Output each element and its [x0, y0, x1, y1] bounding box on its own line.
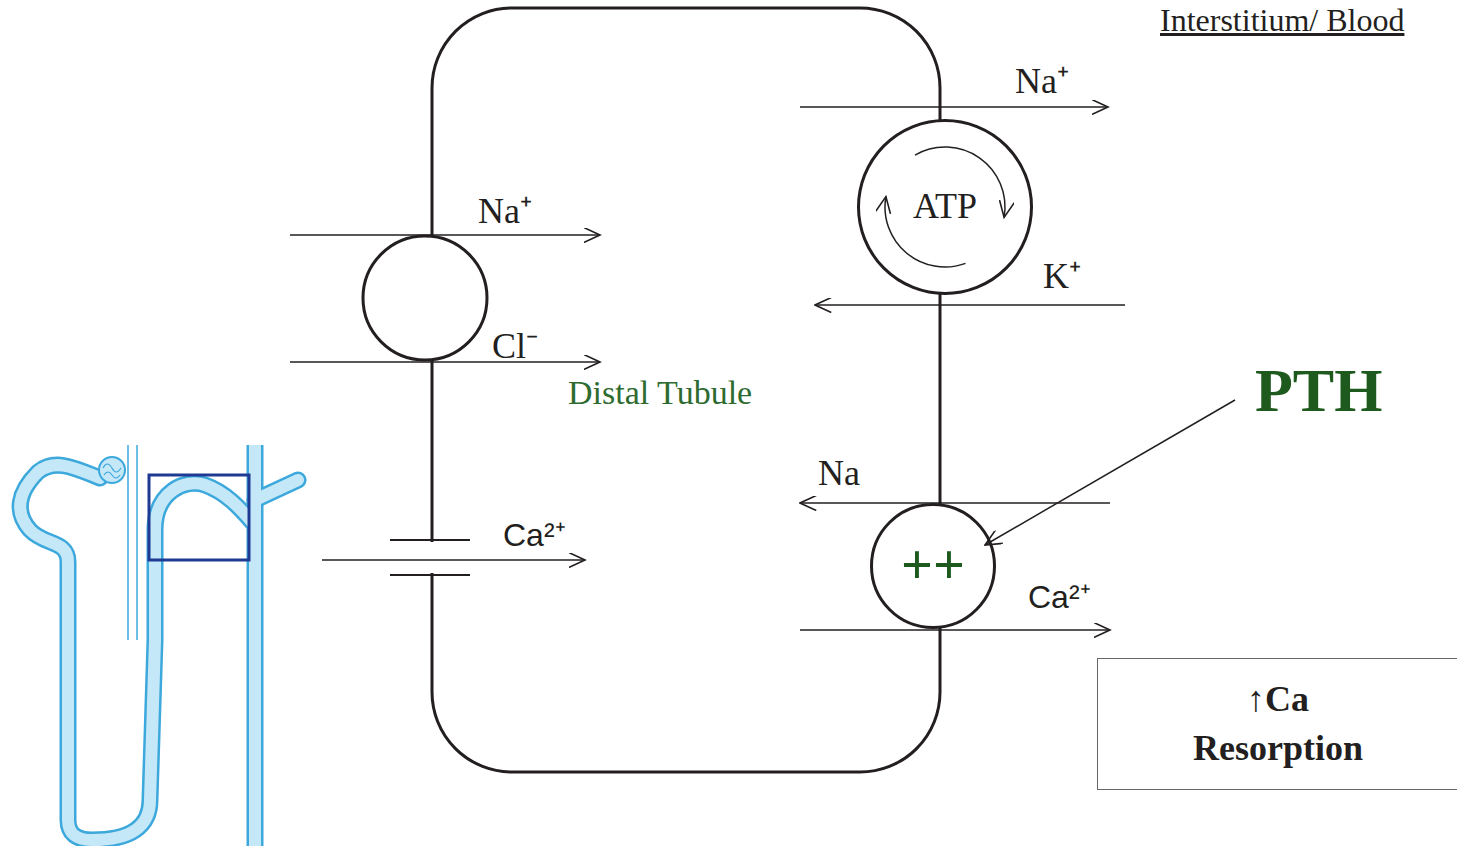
cell-membrane: [432, 8, 940, 772]
ion-label: Ca²⁺: [1028, 574, 1091, 617]
calcium-channel: [390, 540, 470, 575]
arterioles: [128, 445, 137, 640]
ca-arrow: [322, 559, 585, 561]
tubule: [20, 465, 252, 840]
arteriole: [136, 445, 138, 640]
duct-branch: [255, 480, 298, 500]
nephron-lumen: [20, 445, 298, 846]
transporter-circle: [872, 505, 995, 628]
leader-line: [985, 400, 1235, 545]
hormone-label: PTH: [1255, 355, 1382, 426]
ion-label: K⁺: [1043, 250, 1081, 299]
glomerulus-capillaries: [103, 464, 121, 478]
node-text: ↑Ca Resorption: [1178, 675, 1378, 772]
k-arrow: [815, 304, 1125, 306]
atpase-pump: ATP: [857, 119, 1033, 295]
nephron-illustration: [20, 445, 298, 846]
ca-arrow: [800, 629, 1110, 631]
compartment-label: Interstitium/ Blood: [1160, 2, 1404, 39]
result-box: ↑Ca Resorption: [1097, 658, 1457, 790]
ion-label: Ca²⁺: [503, 512, 566, 555]
ion-label: Na⁺: [478, 185, 532, 234]
ion-label: Cl⁻: [492, 320, 538, 369]
arteriole: [127, 445, 129, 640]
ion-label: Na⁺: [1015, 55, 1069, 104]
node-outline: [1098, 659, 1457, 791]
node-text: ++: [901, 535, 965, 597]
glomerulus: [99, 457, 125, 483]
nephron-outline: [20, 445, 298, 846]
na-arrow: [800, 106, 1108, 108]
cotransporter-circle: [363, 236, 487, 360]
na-arrow: [290, 234, 600, 236]
tubule-lumen: [20, 465, 252, 840]
ion-label: Na: [818, 452, 860, 494]
tubule-cell: Distal Tubule: [432, 8, 940, 772]
node-text: Distal Tubule: [568, 374, 752, 411]
duct-branch-lumen: [255, 480, 298, 500]
cl-arrow: [290, 361, 600, 363]
transporter-circle: [859, 121, 1032, 294]
node-text: ATP: [913, 187, 977, 227]
highlight-box: [149, 475, 249, 560]
flux-arrows: [290, 107, 1125, 630]
na-arrow: [800, 502, 1110, 504]
exchanger-circle: ++: [870, 503, 996, 629]
